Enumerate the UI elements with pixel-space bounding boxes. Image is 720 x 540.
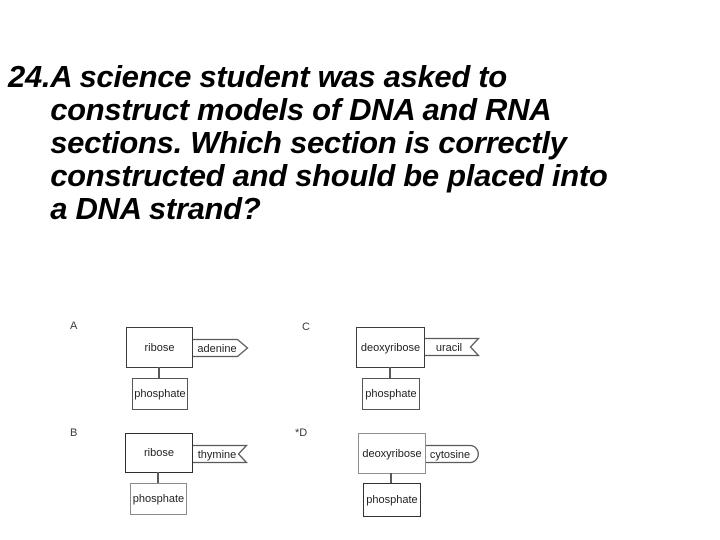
phosphate-box-c: phosphate <box>362 378 420 410</box>
base-label: thymine <box>198 449 237 461</box>
phosphate-label: phosphate <box>366 494 418 506</box>
sugar-box-c: deoxyribose <box>356 327 425 368</box>
connector-line <box>157 472 159 483</box>
question-text: A science student was asked to construct… <box>50 59 608 226</box>
sugar-box-a: ribose <box>126 327 193 368</box>
base-label: uracil <box>436 342 462 354</box>
phosphate-box-d: phosphate <box>363 483 421 517</box>
sugar-label: deoxyribose <box>362 447 422 460</box>
phosphate-label: phosphate <box>132 493 185 505</box>
question-line: a DNA strand? <box>50 191 261 226</box>
base-tag-rounded-d: cytosine <box>426 444 479 464</box>
sugar-box-b: ribose <box>125 433 193 473</box>
question-line: sections. Which section is correctly <box>50 125 567 160</box>
connector-line <box>389 367 391 378</box>
phosphate-label: phosphate <box>134 388 186 400</box>
sugar-label: ribose <box>144 447 174 459</box>
base-label: adenine <box>197 343 236 355</box>
sugar-label: ribose <box>144 341 175 354</box>
notched-tab-shape <box>425 337 481 357</box>
phosphate-box-a: phosphate <box>132 378 188 410</box>
option-b-label: B <box>70 427 78 439</box>
question-block: 24. A science student was asked to const… <box>8 60 608 225</box>
option-a-label: A <box>70 320 78 332</box>
phosphate-label: phosphate <box>365 388 417 400</box>
notched-tab-shape <box>193 444 249 464</box>
base-tag-notched-b: thymine <box>193 444 249 464</box>
option-c-label: C <box>302 321 310 333</box>
rounded-tab-shape <box>426 444 479 464</box>
question-line: A science student was asked to <box>50 59 507 94</box>
sugar-box-d: deoxyribose <box>358 433 426 474</box>
sugar-label: deoxyribose <box>360 341 421 354</box>
base-tag-notched-c: uracil <box>425 337 481 357</box>
question-line: constructed and should be placed into <box>50 158 608 193</box>
phosphate-box-b: phosphate <box>130 483 187 515</box>
base-tag-pointed-a: adenine <box>193 338 249 358</box>
question-line: construct models of DNA and RNA <box>50 92 552 127</box>
pointed-tab-shape <box>193 338 249 358</box>
base-label: cytosine <box>430 449 470 461</box>
option-d-label: *D <box>295 427 308 439</box>
question-number: 24. <box>8 59 51 94</box>
connector-line <box>390 473 392 483</box>
connector-line <box>158 367 160 378</box>
